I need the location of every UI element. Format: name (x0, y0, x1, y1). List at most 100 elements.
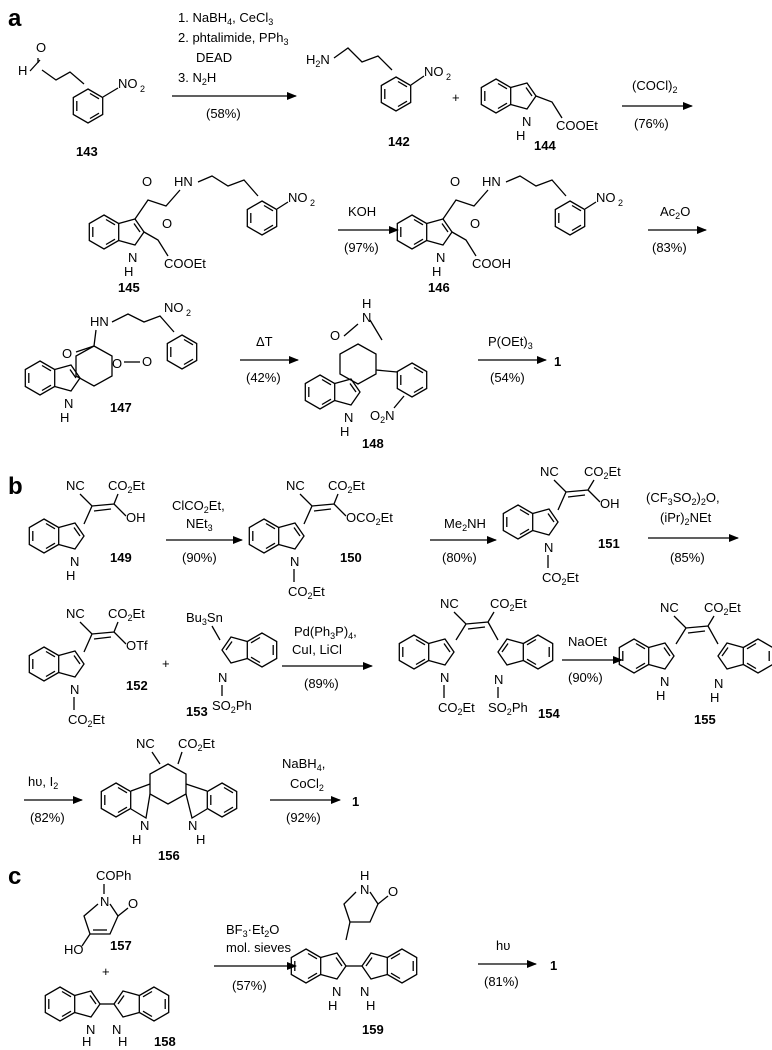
svg-text:COPh: COPh (96, 868, 131, 883)
reaction-arrow-a3: KOH (97%) (338, 204, 399, 255)
svg-text:CO2Et: CO2Et (108, 478, 145, 495)
svg-text:Me2NH: Me2NH (444, 516, 486, 533)
compound-label-148: 148 (362, 436, 384, 451)
structure-150: NC CO2Et OCO2Et N CO2Et 150 (249, 478, 393, 601)
svg-text:H: H (360, 868, 369, 883)
compound-label-153: 153 (186, 704, 208, 719)
product-1-b: 1 (352, 794, 359, 809)
svg-text:H: H (82, 1034, 91, 1049)
svg-text:CO2Et: CO2Et (178, 736, 215, 753)
svg-text:Bu3Sn: Bu3Sn (186, 610, 223, 627)
reaction-arrow-c2: hυ (81%) (478, 938, 537, 989)
svg-text:N: N (544, 540, 553, 555)
svg-text:O: O (470, 216, 480, 231)
svg-text:N: N (86, 1022, 95, 1037)
svg-text:hυ: hυ (496, 938, 510, 953)
svg-text:2: 2 (140, 84, 145, 94)
svg-text:OH: OH (126, 510, 146, 525)
product-1-a: 1 (554, 354, 561, 369)
reaction-arrow-b6: hυ, I2 (82%) (24, 774, 83, 825)
svg-text:H: H (432, 264, 441, 279)
svg-text:(CF3SO2)2O,: (CF3SO2)2O, (646, 490, 720, 507)
svg-text:HN: HN (174, 174, 193, 189)
structure-142: H2N NO 2 142 (306, 47, 451, 149)
reaction-arrow-a2: (COCl)2 (76%) (622, 78, 693, 131)
svg-text:N: N (290, 554, 299, 569)
compound-label-155: 155 (694, 712, 716, 727)
svg-text:OTf: OTf (126, 638, 148, 653)
svg-text:2. phtalimide, PPh3: 2. phtalimide, PPh3 (178, 30, 289, 47)
svg-text:O: O (330, 328, 340, 343)
svg-text:HN: HN (90, 314, 109, 329)
svg-text:N: N (70, 682, 79, 697)
svg-text:H: H (656, 688, 665, 703)
svg-text:N: N (440, 670, 449, 685)
svg-text:NC: NC (66, 606, 85, 621)
svg-text:(89%): (89%) (304, 676, 339, 691)
svg-text:H: H (340, 424, 349, 439)
svg-text:CuI, LiCl: CuI, LiCl (292, 642, 342, 657)
svg-text:NC: NC (540, 464, 559, 479)
svg-text:ΔT: ΔT (256, 334, 273, 349)
svg-text:H: H (132, 832, 141, 847)
svg-text:(80%): (80%) (442, 550, 477, 565)
svg-text:N: N (188, 818, 197, 833)
svg-text:(90%): (90%) (182, 550, 217, 565)
svg-text:O: O (142, 174, 152, 189)
svg-text:O: O (142, 354, 152, 369)
svg-text:(85%): (85%) (670, 550, 705, 565)
svg-text:N: N (218, 670, 227, 685)
svg-text:(iPr)2NEt: (iPr)2NEt (660, 510, 712, 527)
svg-text:CO2Et: CO2Et (490, 596, 527, 613)
svg-text:N: N (494, 672, 503, 687)
svg-text:(83%): (83%) (652, 240, 687, 255)
plus-sign-c: + (102, 964, 110, 979)
svg-text:N: N (436, 250, 445, 265)
svg-text:H: H (328, 998, 337, 1013)
svg-text:CoCl2: CoCl2 (290, 776, 324, 793)
svg-text:Pd(Ph3P)4,: Pd(Ph3P)4, (294, 624, 357, 641)
svg-text:NaBH4,: NaBH4, (282, 756, 325, 773)
structure-146: N H O O HN NO 2 COOH 146 (397, 174, 623, 295)
reaction-arrow-a4: Ac2O (83%) (648, 204, 707, 255)
structure-156: NC CO2Et N H N H 156 (100, 736, 238, 863)
svg-text:(82%): (82%) (30, 810, 65, 825)
svg-text:P(OEt)3: P(OEt)3 (488, 334, 533, 351)
svg-text:(57%): (57%) (232, 978, 267, 993)
svg-text:NC: NC (660, 600, 679, 615)
section-label-b: b (8, 473, 23, 500)
plus-sign-b: + (162, 656, 170, 671)
structure-144: N H COOEt 144 (481, 79, 598, 153)
svg-text:NO: NO (164, 300, 184, 315)
svg-text:H: H (196, 832, 205, 847)
structure-159: H N O N H N H 159 (291, 868, 416, 1037)
svg-text:HN: HN (482, 174, 501, 189)
reaction-arrow-c1: BF3·Et2O mol. sieves (57%) (214, 922, 297, 993)
structure-155: NC CO2Et N H N H 155 (619, 600, 772, 727)
svg-text:H: H (124, 264, 133, 279)
svg-text:NO: NO (118, 76, 138, 91)
svg-text:NO: NO (424, 64, 444, 79)
svg-text:SO2Ph: SO2Ph (212, 698, 252, 715)
structure-145: N H O O HN NO 2 COOEt 145 (89, 174, 315, 295)
compound-label-151: 151 (598, 536, 620, 551)
svg-text:H: H (18, 63, 27, 78)
svg-text:DEAD: DEAD (196, 50, 232, 65)
svg-text:N: N (64, 396, 73, 411)
structure-153: Bu3Sn N SO2Ph 153 (186, 610, 277, 719)
svg-text:H: H (60, 410, 69, 425)
svg-text:H: H (362, 296, 371, 311)
svg-text:3. N2H: 3. N2H (178, 70, 216, 87)
section-label-a: a (8, 5, 22, 32)
reaction-arrow-b3: (CF3SO2)2O, (iPr)2NEt (85%) (646, 490, 739, 565)
structure-158: N H N H 158 (45, 987, 176, 1049)
svg-text:(42%): (42%) (246, 370, 281, 385)
svg-text:N: N (112, 1022, 121, 1037)
compound-label-142: 142 (388, 134, 410, 149)
svg-text:(COCl)2: (COCl)2 (632, 78, 677, 95)
svg-text:2: 2 (186, 308, 191, 318)
svg-text:NC: NC (136, 736, 155, 751)
svg-text:mol. sieves: mol. sieves (226, 940, 292, 955)
structure-152: NC CO2Et OTf N CO2Et 152 (29, 606, 148, 729)
